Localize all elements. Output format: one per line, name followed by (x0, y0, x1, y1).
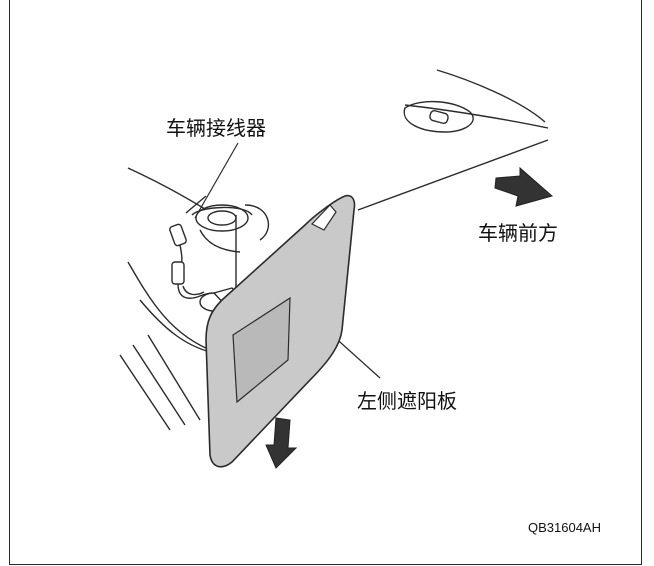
label-vehicle-front: 车辆前方 (478, 221, 558, 245)
roof-outline (119, 69, 549, 431)
front-direction-arrow-icon (494, 166, 554, 207)
vehicle-connector-icon (169, 195, 253, 301)
label-vehicle-connector: 车辆接线器 (166, 116, 266, 140)
dome-light-icon (403, 100, 474, 133)
figure-code: QB31604AH (528, 520, 601, 535)
figure-frame (9, 0, 642, 565)
label-left-sun-visor: 左侧遮阳板 (357, 389, 457, 413)
down-arrow-icon (265, 417, 298, 469)
left-sun-visor (205, 194, 356, 468)
